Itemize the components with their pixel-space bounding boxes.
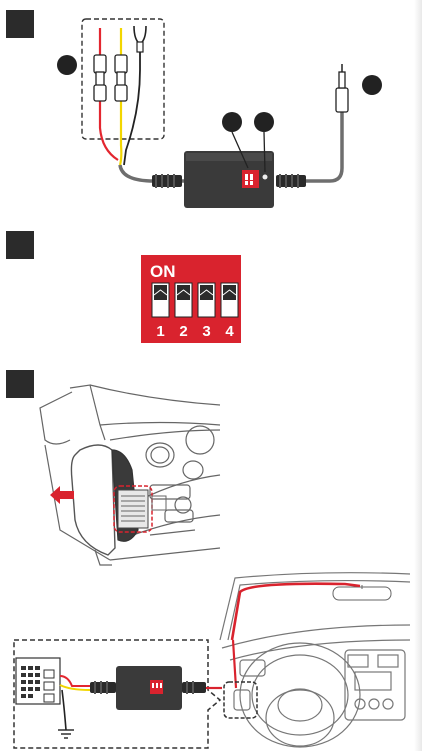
detail-strain-relief-left [90, 681, 116, 694]
dip-switch-4 [221, 283, 238, 317]
ground-symbol-icon [58, 730, 74, 738]
detail-converter-box [116, 666, 182, 710]
pull-direction-arrow [50, 486, 74, 504]
dip-switch-3 [198, 283, 215, 317]
strain-relief-right [276, 174, 306, 188]
detail-strain-relief-right [182, 681, 206, 694]
dip-number-4: 4 [225, 323, 234, 340]
strain-relief-left [152, 174, 182, 188]
fuse-panel-detail [16, 658, 60, 704]
callout-led [254, 112, 274, 132]
callout-camera-plug [362, 75, 382, 95]
fuse-holder-yellow [115, 55, 127, 101]
detail-ground-wire [62, 690, 66, 730]
converter-led [263, 175, 268, 180]
dip-number-1: 1 [156, 323, 164, 340]
dip-number-2: 2 [179, 323, 187, 340]
dip-number-3: 3 [202, 323, 210, 340]
output-cable [306, 110, 342, 181]
ground-terminal-icon [134, 26, 146, 52]
detail-red-wire [60, 676, 90, 686]
camera-plug-icon [336, 64, 348, 112]
car-door-diagram [40, 385, 220, 565]
callout-dip-switch [222, 112, 242, 132]
dip-switch-1 [152, 283, 169, 317]
callout-fuse-taps [57, 55, 77, 75]
dip-on-label: ON [150, 262, 176, 281]
hardwire-kit-diagram [57, 19, 382, 208]
dip-switch-2 [175, 283, 192, 317]
fuse-holder-red [94, 55, 106, 101]
